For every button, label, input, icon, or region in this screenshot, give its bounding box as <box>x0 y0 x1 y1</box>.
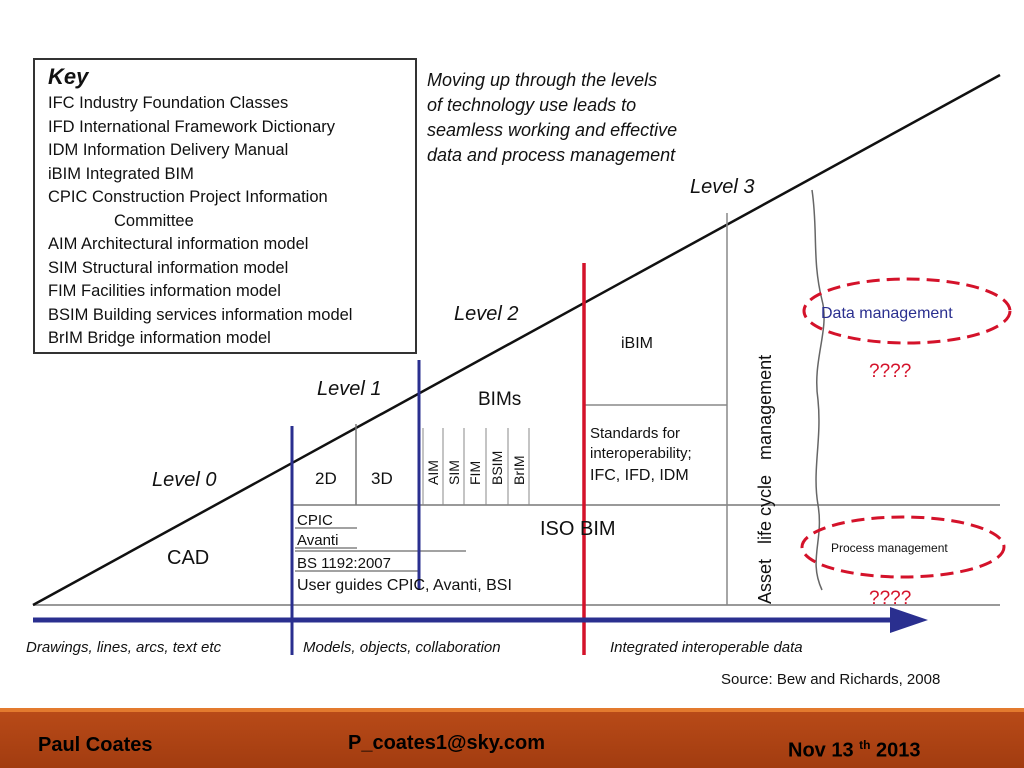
date-day: Nov 13 <box>788 739 854 762</box>
cpic-label: CPIC <box>297 512 333 529</box>
model-brim-label: BrIM <box>511 455 527 485</box>
intro-line: Moving up through the levels <box>427 70 658 90</box>
standards-underlines <box>295 527 466 572</box>
key-item: Committee <box>114 211 194 230</box>
ibim-label: iBIM <box>621 335 653 352</box>
date-suffix: th <box>859 738 871 752</box>
progress-arrow-head <box>890 607 928 633</box>
data-management-ellipse <box>802 277 1012 345</box>
model-columns <box>422 428 530 505</box>
standards-line-2: interoperability; <box>590 445 692 462</box>
maturity-diagonal <box>32 73 1001 607</box>
standards-line-1: Standards for <box>590 425 680 442</box>
2d-label: 2D <box>315 469 337 488</box>
footer-bar: Paul Coates P_coates1@sky.com Nov 13 th … <box>0 708 1024 768</box>
key-item: AIM Architectural information model <box>48 235 309 253</box>
iso-bim-label: ISO BIM <box>540 518 616 540</box>
model-sim-label: SIM <box>446 460 462 485</box>
3d-label: 3D <box>371 469 393 488</box>
intro-line: data and process management <box>427 145 676 165</box>
process-management-label: Process management <box>831 541 948 555</box>
date-year: 2013 <box>876 739 921 762</box>
model-fim-label: FIM <box>467 461 483 485</box>
key-item: BrIM Bridge information model <box>48 329 271 347</box>
bs1192-label: BS 1192:2007 <box>297 555 391 572</box>
intro-line: of technology use leads to <box>427 95 637 115</box>
level-2-label: Level 2 <box>454 303 519 325</box>
question-marks-lower: ???? <box>869 588 911 609</box>
model-aim-label: AIM <box>425 460 441 485</box>
intro-line: seamless working and effective <box>427 120 678 140</box>
bim-levels-diagram: Level 0 Level 1 Level 2 Level 3 CAD 2D 3… <box>26 73 1012 688</box>
cad-label: CAD <box>167 547 209 569</box>
key-list: IFC Industry Foundation Classes IFD Inte… <box>48 92 414 351</box>
avanti-label: Avanti <box>297 532 338 549</box>
model-bsim-label: BSIM <box>489 451 505 485</box>
level-3-label: Level 3 <box>690 176 755 198</box>
asset-lifecycle-label: Asset life cycle management <box>755 355 775 604</box>
author-email[interactable]: P_coates1@sky.com <box>348 732 546 754</box>
question-marks-upper: ???? <box>869 361 911 382</box>
axis-caption-drawings: Drawings, lines, arcs, text etc <box>26 639 222 656</box>
key-item: FIM Facilities information model <box>48 282 281 300</box>
data-management-label: Data management <box>821 305 953 322</box>
key-item: IFD International Framework Dictionary <box>48 117 336 136</box>
level-1-label: Level 1 <box>317 378 382 400</box>
key-item: SIM Structural information model <box>48 258 289 277</box>
key-box <box>33 58 417 354</box>
presentation-date: Nov 13 th 2013 <box>788 738 921 763</box>
key-item: IDM Information Delivery Manual <box>48 141 289 159</box>
key-item: iBIM Integrated BIM <box>48 164 194 183</box>
key-title: Key <box>48 64 89 89</box>
axis-caption-models: Models, objects, collaboration <box>303 639 501 656</box>
key-item: CPIC Construction Project Information <box>48 188 328 206</box>
user-guides-label: User guides CPIC, Avanti, BSI <box>297 577 512 594</box>
source-citation: Source: Bew and Richards, 2008 <box>721 671 940 688</box>
axis-caption-integrated: Integrated interoperable data <box>610 639 803 656</box>
intro-text: Moving up through the levels of technolo… <box>427 68 747 168</box>
level-0-label: Level 0 <box>152 469 217 491</box>
key-item: BSIM Building services information model <box>48 305 353 324</box>
bims-label: BIMs <box>478 389 521 410</box>
author-name: Paul Coates <box>38 734 153 756</box>
standards-line-3: IFC, IFD, IDM <box>590 467 689 484</box>
process-management-ellipse <box>800 515 1006 579</box>
key-item: IFC Industry Foundation Classes <box>48 94 289 112</box>
